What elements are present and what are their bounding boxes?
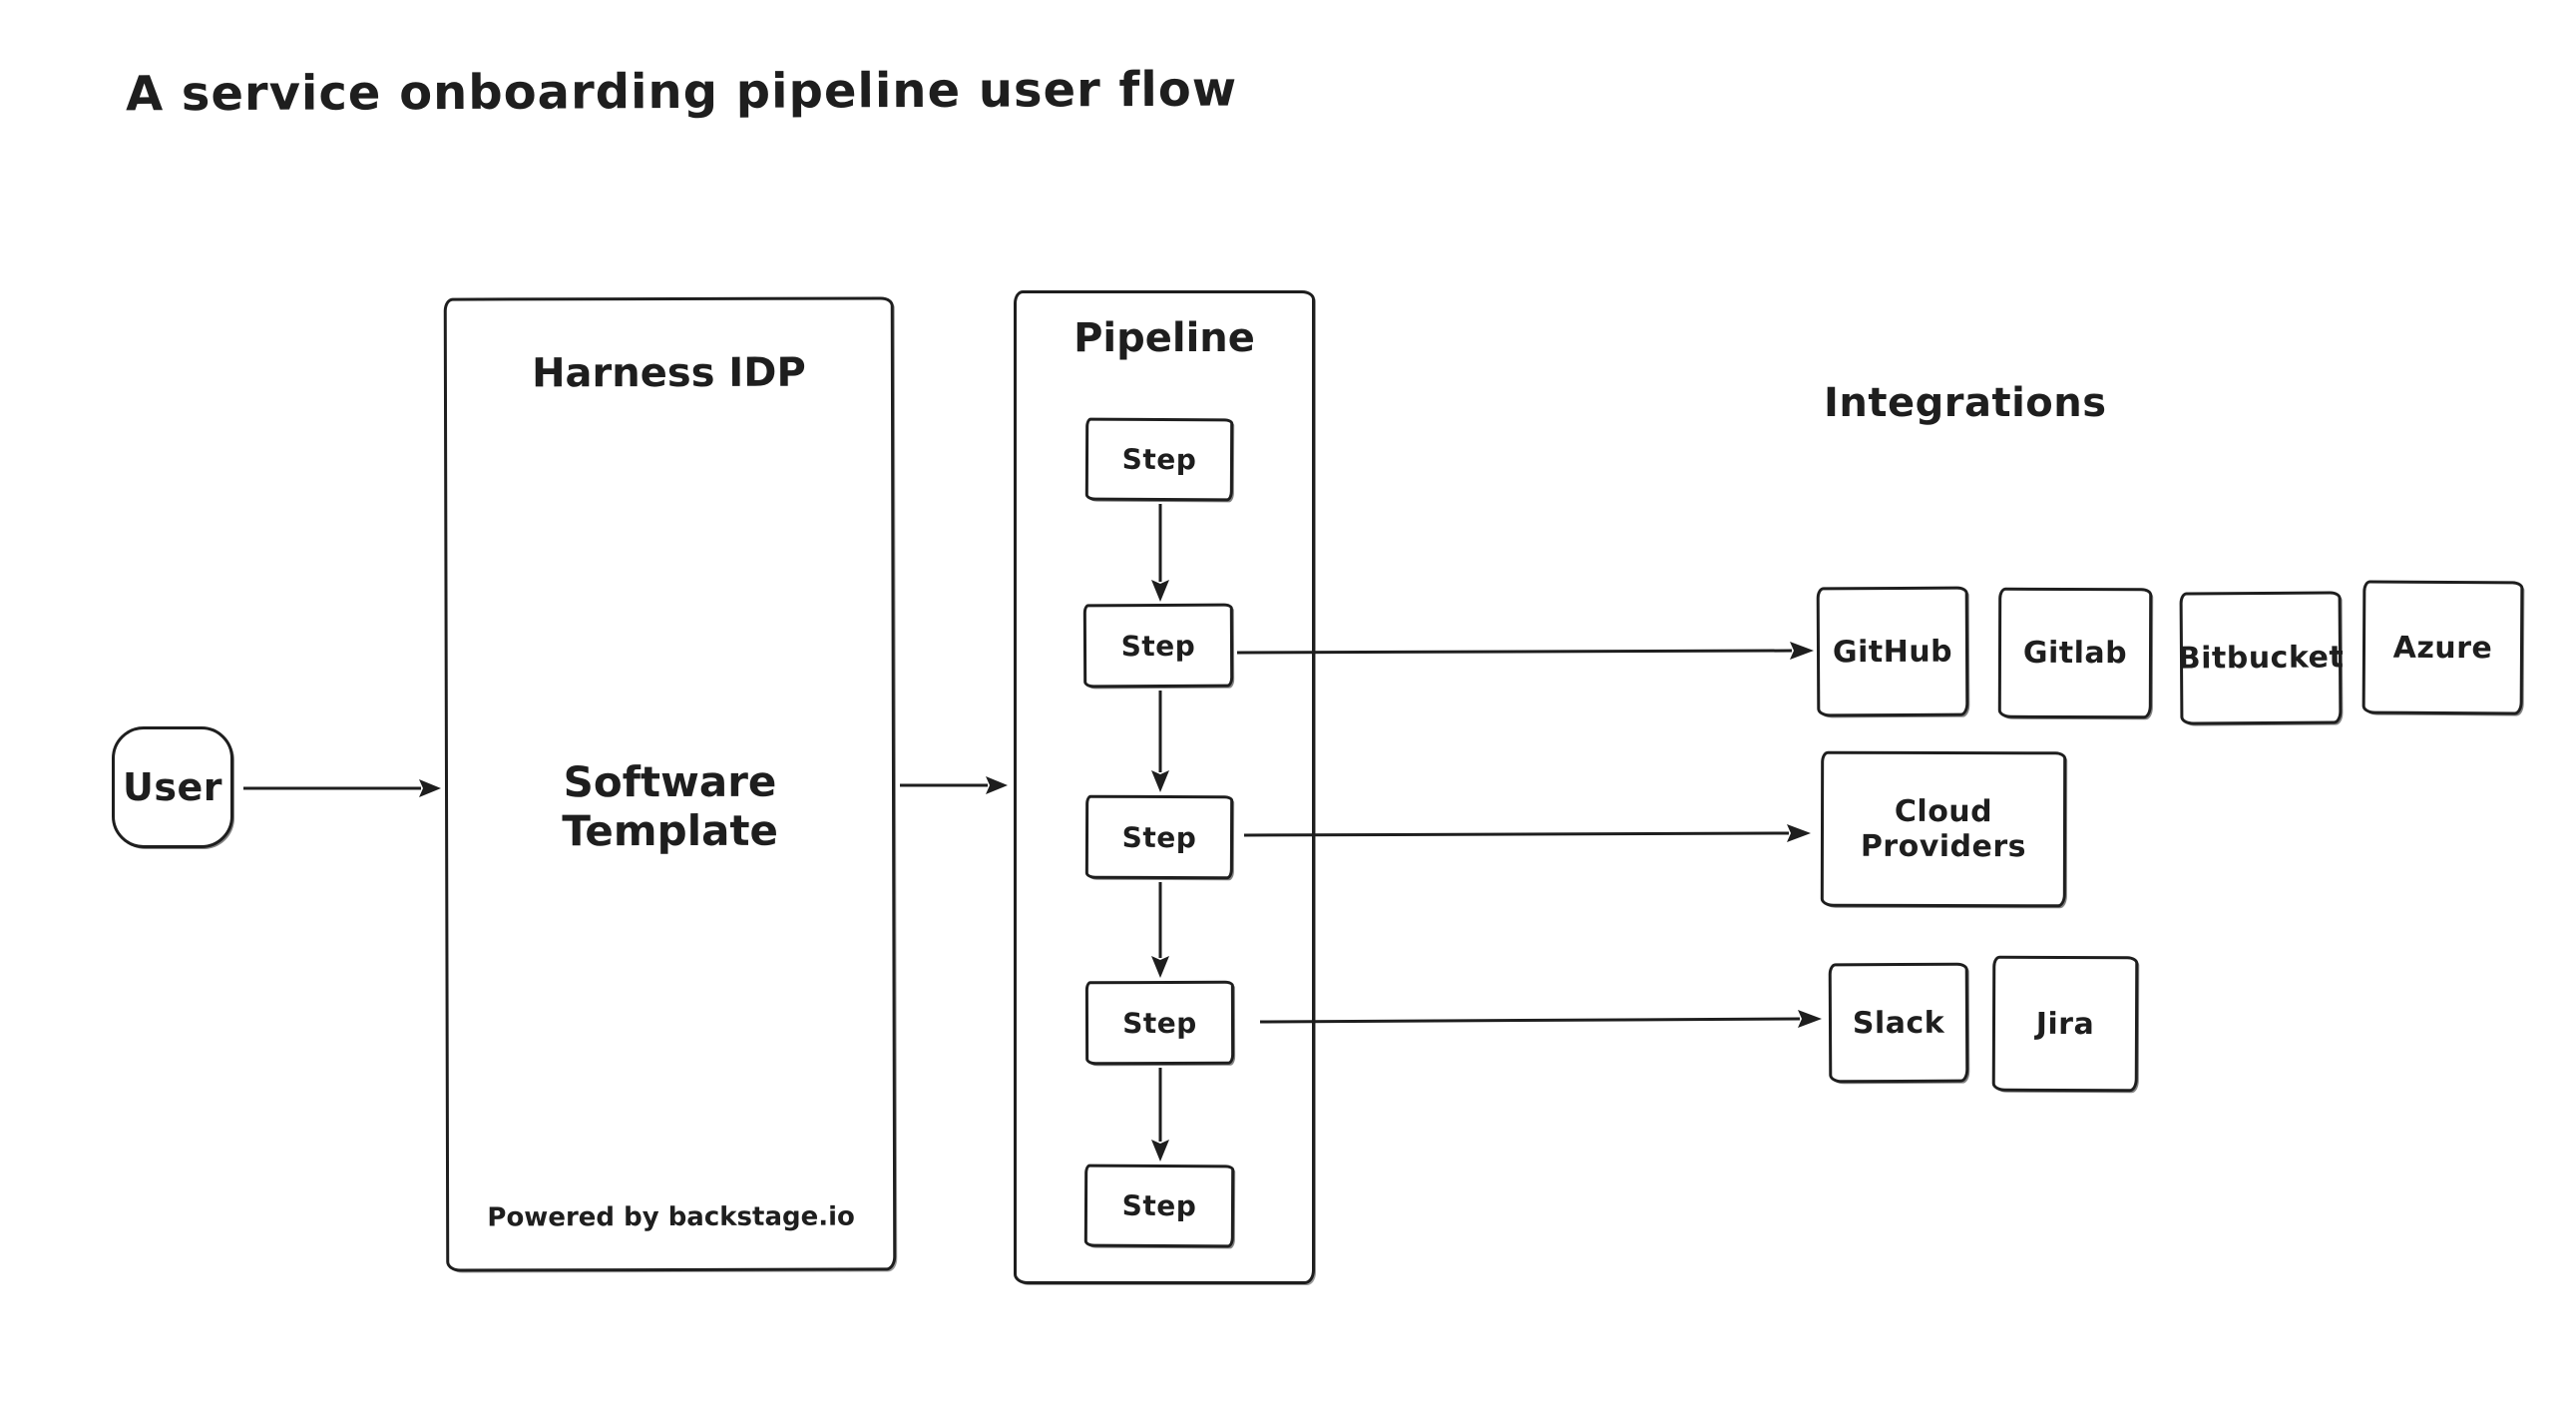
pipeline-step-5: Step	[1083, 1164, 1235, 1248]
arrow-step4-to-step5	[1148, 1068, 1172, 1162]
pipeline-step-3-label: Step	[1121, 820, 1197, 854]
arrow-step3-to-step4	[1148, 882, 1172, 978]
pipeline-step-3: Step	[1084, 794, 1234, 880]
diagram-title: A service onboarding pipeline user flow	[125, 61, 1238, 123]
integration-gitlab: Gitlab	[1997, 587, 2153, 719]
arrow-step2-to-scm	[1236, 640, 1814, 664]
user-node-label: User	[123, 765, 222, 809]
user-node: User	[112, 726, 233, 848]
integration-gitlab-label: Gitlab	[2022, 635, 2128, 672]
powered-by-backstage-label: Powered by backstage.io	[487, 1201, 855, 1233]
integrations-heading: Integrations	[1824, 380, 2107, 426]
pipeline-step-4-label: Step	[1122, 1006, 1197, 1040]
pipeline-step-4: Step	[1084, 980, 1235, 1066]
arrow-harness-to-pipeline	[900, 773, 1008, 797]
pipeline-title: Pipeline	[1073, 315, 1255, 361]
pipeline-step-2-label: Step	[1120, 629, 1196, 663]
arrow-user-to-harness	[243, 776, 441, 800]
pipeline-step-1-label: Step	[1121, 442, 1197, 477]
integration-bitbucket: Bitbucket	[2177, 591, 2345, 725]
integration-cloud-providers: Cloud Providers	[1820, 750, 2067, 908]
harness-idp-title: Harness IDP	[531, 349, 806, 397]
pipeline-step-2: Step	[1082, 603, 1234, 689]
integration-github-label: GitHub	[1832, 634, 1953, 670]
arrow-step4-to-collab	[1259, 1008, 1822, 1032]
integration-jira-label: Jira	[2035, 1006, 2095, 1042]
integration-cloud-providers-label: Cloud Providers	[1860, 793, 2027, 865]
integration-bitbucket-label: Bitbucket	[2177, 640, 2345, 677]
integration-azure-label: Azure	[2392, 630, 2493, 666]
software-template-label: Software Template	[562, 756, 779, 856]
pipeline-step-1: Step	[1084, 417, 1234, 502]
arrow-step1-to-step2	[1148, 504, 1172, 602]
integration-slack: Slack	[1828, 962, 1969, 1084]
pipeline-step-5-label: Step	[1121, 1188, 1197, 1223]
arrow-step2-to-step3	[1148, 691, 1172, 792]
arrow-step3-to-cloud	[1243, 822, 1811, 846]
integration-github: GitHub	[1816, 586, 1969, 717]
harness-idp-container: Harness IDP Software Template Powered by…	[443, 296, 897, 1272]
integration-slack-label: Slack	[1852, 1005, 1945, 1041]
integration-jira: Jira	[1991, 955, 2139, 1093]
integration-azure: Azure	[2361, 580, 2524, 715]
